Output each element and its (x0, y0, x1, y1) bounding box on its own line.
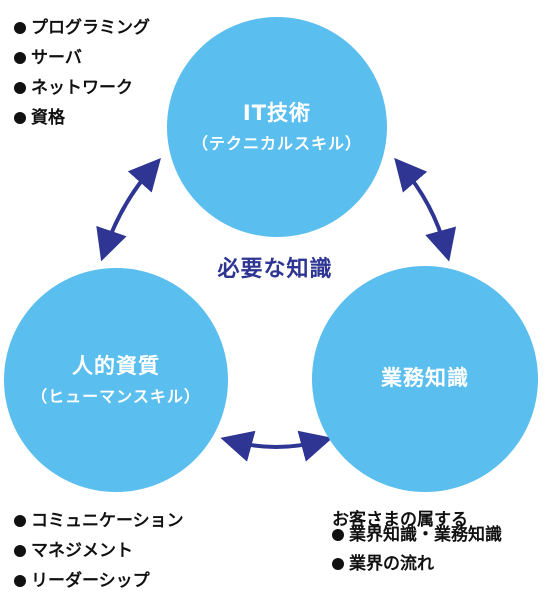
bullet-icon (332, 558, 344, 570)
list-item: 業界の流れ (332, 550, 502, 579)
bullet-icon (14, 22, 26, 34)
list-item-label: ネットワーク (31, 78, 133, 98)
list-item-label: プログラミング (31, 18, 150, 38)
arrow-top-left (96, 158, 161, 262)
circle-human-skills: 人的資質 （ヒューマンスキル） (4, 268, 228, 492)
business-knowledge-heading: お客さまの属する (332, 510, 468, 530)
list-item-label: マネジメント (31, 541, 133, 561)
bullet-icon (14, 112, 26, 124)
list-item: 業界知識・業務知識 (332, 521, 502, 550)
circle-it-subtitle: （テクニカルスキル） (191, 134, 362, 153)
list-item-label: リーダーシップ (31, 571, 150, 591)
list-item-label: コミュニケーション (31, 511, 184, 531)
list-item: ネットワーク (14, 73, 150, 103)
list-item: 資格 (14, 103, 150, 133)
center-label: 必要な知識 (217, 257, 333, 282)
arrow-bottom (220, 430, 333, 462)
it-skills-list: プログラミング サーバ ネットワーク 資格 (14, 13, 150, 133)
circle-it-title: IT技術 (242, 100, 312, 125)
list-item-label: サーバ (31, 48, 82, 68)
list-item: リーダーシップ (14, 566, 184, 596)
arrow-top-right (394, 157, 457, 262)
circle-business-title: 業務知識 (381, 366, 469, 391)
bullet-icon (14, 575, 26, 587)
list-item: サーバ (14, 43, 150, 73)
list-item-label: 業界の流れ (349, 554, 434, 574)
list-item: コミュニケーション (14, 506, 184, 536)
bullet-icon (332, 529, 344, 541)
circle-business-knowledge: 業務知識 (312, 266, 538, 492)
list-item: マネジメント (14, 536, 184, 566)
bullet-icon (14, 82, 26, 94)
bullet-icon (14, 515, 26, 527)
business-knowledge-list: 業界知識・業務知識 業界の流れ (332, 521, 502, 579)
circle-human-subtitle: （ヒューマンスキル） (31, 387, 201, 406)
circle-it-skills: IT技術 （テクニカルスキル） (167, 17, 387, 237)
list-item-label: 業界知識・業務知識 (349, 525, 502, 545)
bullet-icon (14, 52, 26, 64)
bullet-icon (14, 545, 26, 557)
circle-human-title: 人的資質 (72, 353, 160, 378)
list-item-label: 資格 (31, 108, 65, 128)
list-item: プログラミング (14, 13, 150, 43)
human-skills-list: コミュニケーション マネジメント リーダーシップ (14, 506, 184, 596)
